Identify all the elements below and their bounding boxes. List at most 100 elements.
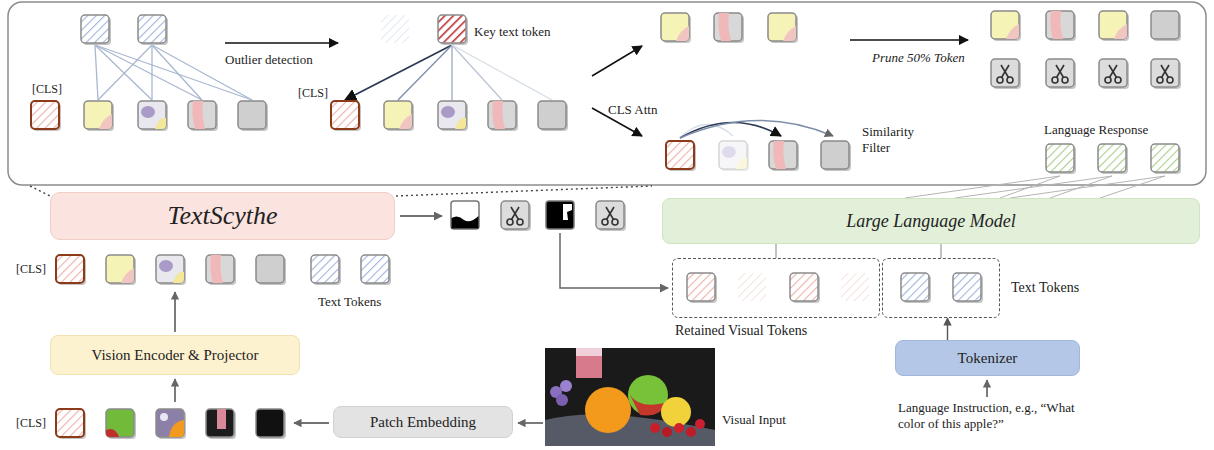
node-label: Retained Visual Tokens xyxy=(675,323,807,339)
art-shape xyxy=(56,409,86,439)
art-shape xyxy=(501,201,531,231)
art-shape xyxy=(666,141,696,171)
connector xyxy=(940,244,941,258)
art-shape xyxy=(545,414,715,446)
connector xyxy=(947,318,948,340)
token-group: Text Tokens xyxy=(882,258,1000,318)
art-shape xyxy=(841,273,869,301)
art-shape xyxy=(81,15,111,45)
art-shape xyxy=(650,423,660,433)
annotation-label: [CLS] xyxy=(16,416,46,431)
art-shape xyxy=(452,45,502,100)
art-shape xyxy=(152,45,202,100)
art-shape xyxy=(560,380,572,392)
art-shape xyxy=(188,101,218,131)
art-shape xyxy=(1046,144,1076,174)
art-shape xyxy=(686,427,696,437)
art-shape xyxy=(556,394,568,406)
annotation-label: Visual Input xyxy=(722,412,786,428)
art-shape xyxy=(953,273,983,303)
art-shape xyxy=(538,101,568,131)
art-shape xyxy=(1151,11,1181,41)
annotation-label: Language Instruction, e.g., “What color … xyxy=(898,400,1080,432)
annotation-label: Key text token xyxy=(474,24,551,40)
art-shape xyxy=(396,186,652,196)
art-shape xyxy=(585,387,631,433)
node-label: Large Language Model xyxy=(846,211,1015,232)
art-shape xyxy=(695,419,705,429)
art-shape xyxy=(738,273,766,301)
art-shape xyxy=(331,101,361,131)
annotation-label: [CLS] xyxy=(16,262,46,277)
art-shape xyxy=(905,176,1165,198)
art-shape xyxy=(345,45,452,100)
art-shape xyxy=(156,409,186,439)
art-shape xyxy=(84,101,114,131)
art-shape xyxy=(361,255,391,285)
art-shape xyxy=(661,397,691,427)
art-shape xyxy=(156,255,186,285)
art-shape xyxy=(1099,59,1129,89)
art-shape xyxy=(452,45,552,100)
art-shape xyxy=(680,120,833,138)
token-group: Retained Visual Tokens xyxy=(672,258,880,318)
module-box: TextScythe xyxy=(50,192,395,240)
art-shape xyxy=(225,42,338,44)
art-shape xyxy=(381,15,409,43)
art-shape xyxy=(719,141,749,171)
art-shape xyxy=(238,101,268,131)
art-shape xyxy=(1151,59,1181,89)
annotation-label: Prune 50% Token xyxy=(872,50,965,66)
art-shape xyxy=(31,101,61,131)
annotation-label: [CLS] xyxy=(298,86,328,101)
art-shape xyxy=(30,186,50,196)
art-shape xyxy=(1046,11,1076,41)
art-shape xyxy=(821,141,851,171)
art-shape xyxy=(1010,176,1165,198)
art-shape xyxy=(680,122,781,138)
art-shape xyxy=(488,101,518,131)
art-shape xyxy=(661,13,691,43)
art-shape xyxy=(991,11,1021,41)
art-shape xyxy=(174,379,175,402)
annotation-label: Text Tokens xyxy=(318,294,381,310)
annotation-label: CLS Attn xyxy=(608,102,658,118)
art-shape xyxy=(400,215,442,217)
art-shape xyxy=(106,255,136,285)
node-label: TextScythe xyxy=(167,201,277,231)
art-shape xyxy=(546,201,574,229)
art-shape xyxy=(95,45,202,100)
art-shape xyxy=(545,348,715,446)
art-shape xyxy=(674,423,684,433)
art-shape xyxy=(769,141,799,171)
annotation-label: [CLS] xyxy=(32,82,62,97)
art-shape xyxy=(174,292,175,332)
art-shape xyxy=(1099,11,1129,41)
art-shape xyxy=(991,59,1021,89)
art-shape xyxy=(438,15,468,45)
art-shape xyxy=(206,255,236,285)
art-shape xyxy=(98,45,152,100)
art-shape xyxy=(1151,144,1181,174)
art-shape xyxy=(687,273,717,303)
art-shape xyxy=(256,409,286,439)
art-shape xyxy=(95,45,152,100)
node-label: Vision Encoder & Projector xyxy=(92,347,259,364)
node-label: Text Tokens xyxy=(1011,280,1079,296)
art-shape xyxy=(106,409,136,439)
art-shape xyxy=(518,422,543,423)
art-shape xyxy=(56,255,86,285)
art-shape xyxy=(790,273,820,303)
art-shape xyxy=(545,348,715,446)
art-shape xyxy=(294,422,329,423)
art-shape xyxy=(95,45,98,100)
art-shape xyxy=(8,2,1206,185)
annotation-label: Outlier detection xyxy=(225,52,313,68)
art-shape xyxy=(768,13,798,43)
connector xyxy=(775,244,776,258)
art-shape xyxy=(451,201,479,229)
art-shape xyxy=(662,427,672,437)
art-shape xyxy=(206,409,236,439)
art-shape xyxy=(438,101,468,131)
art-shape xyxy=(398,45,452,100)
